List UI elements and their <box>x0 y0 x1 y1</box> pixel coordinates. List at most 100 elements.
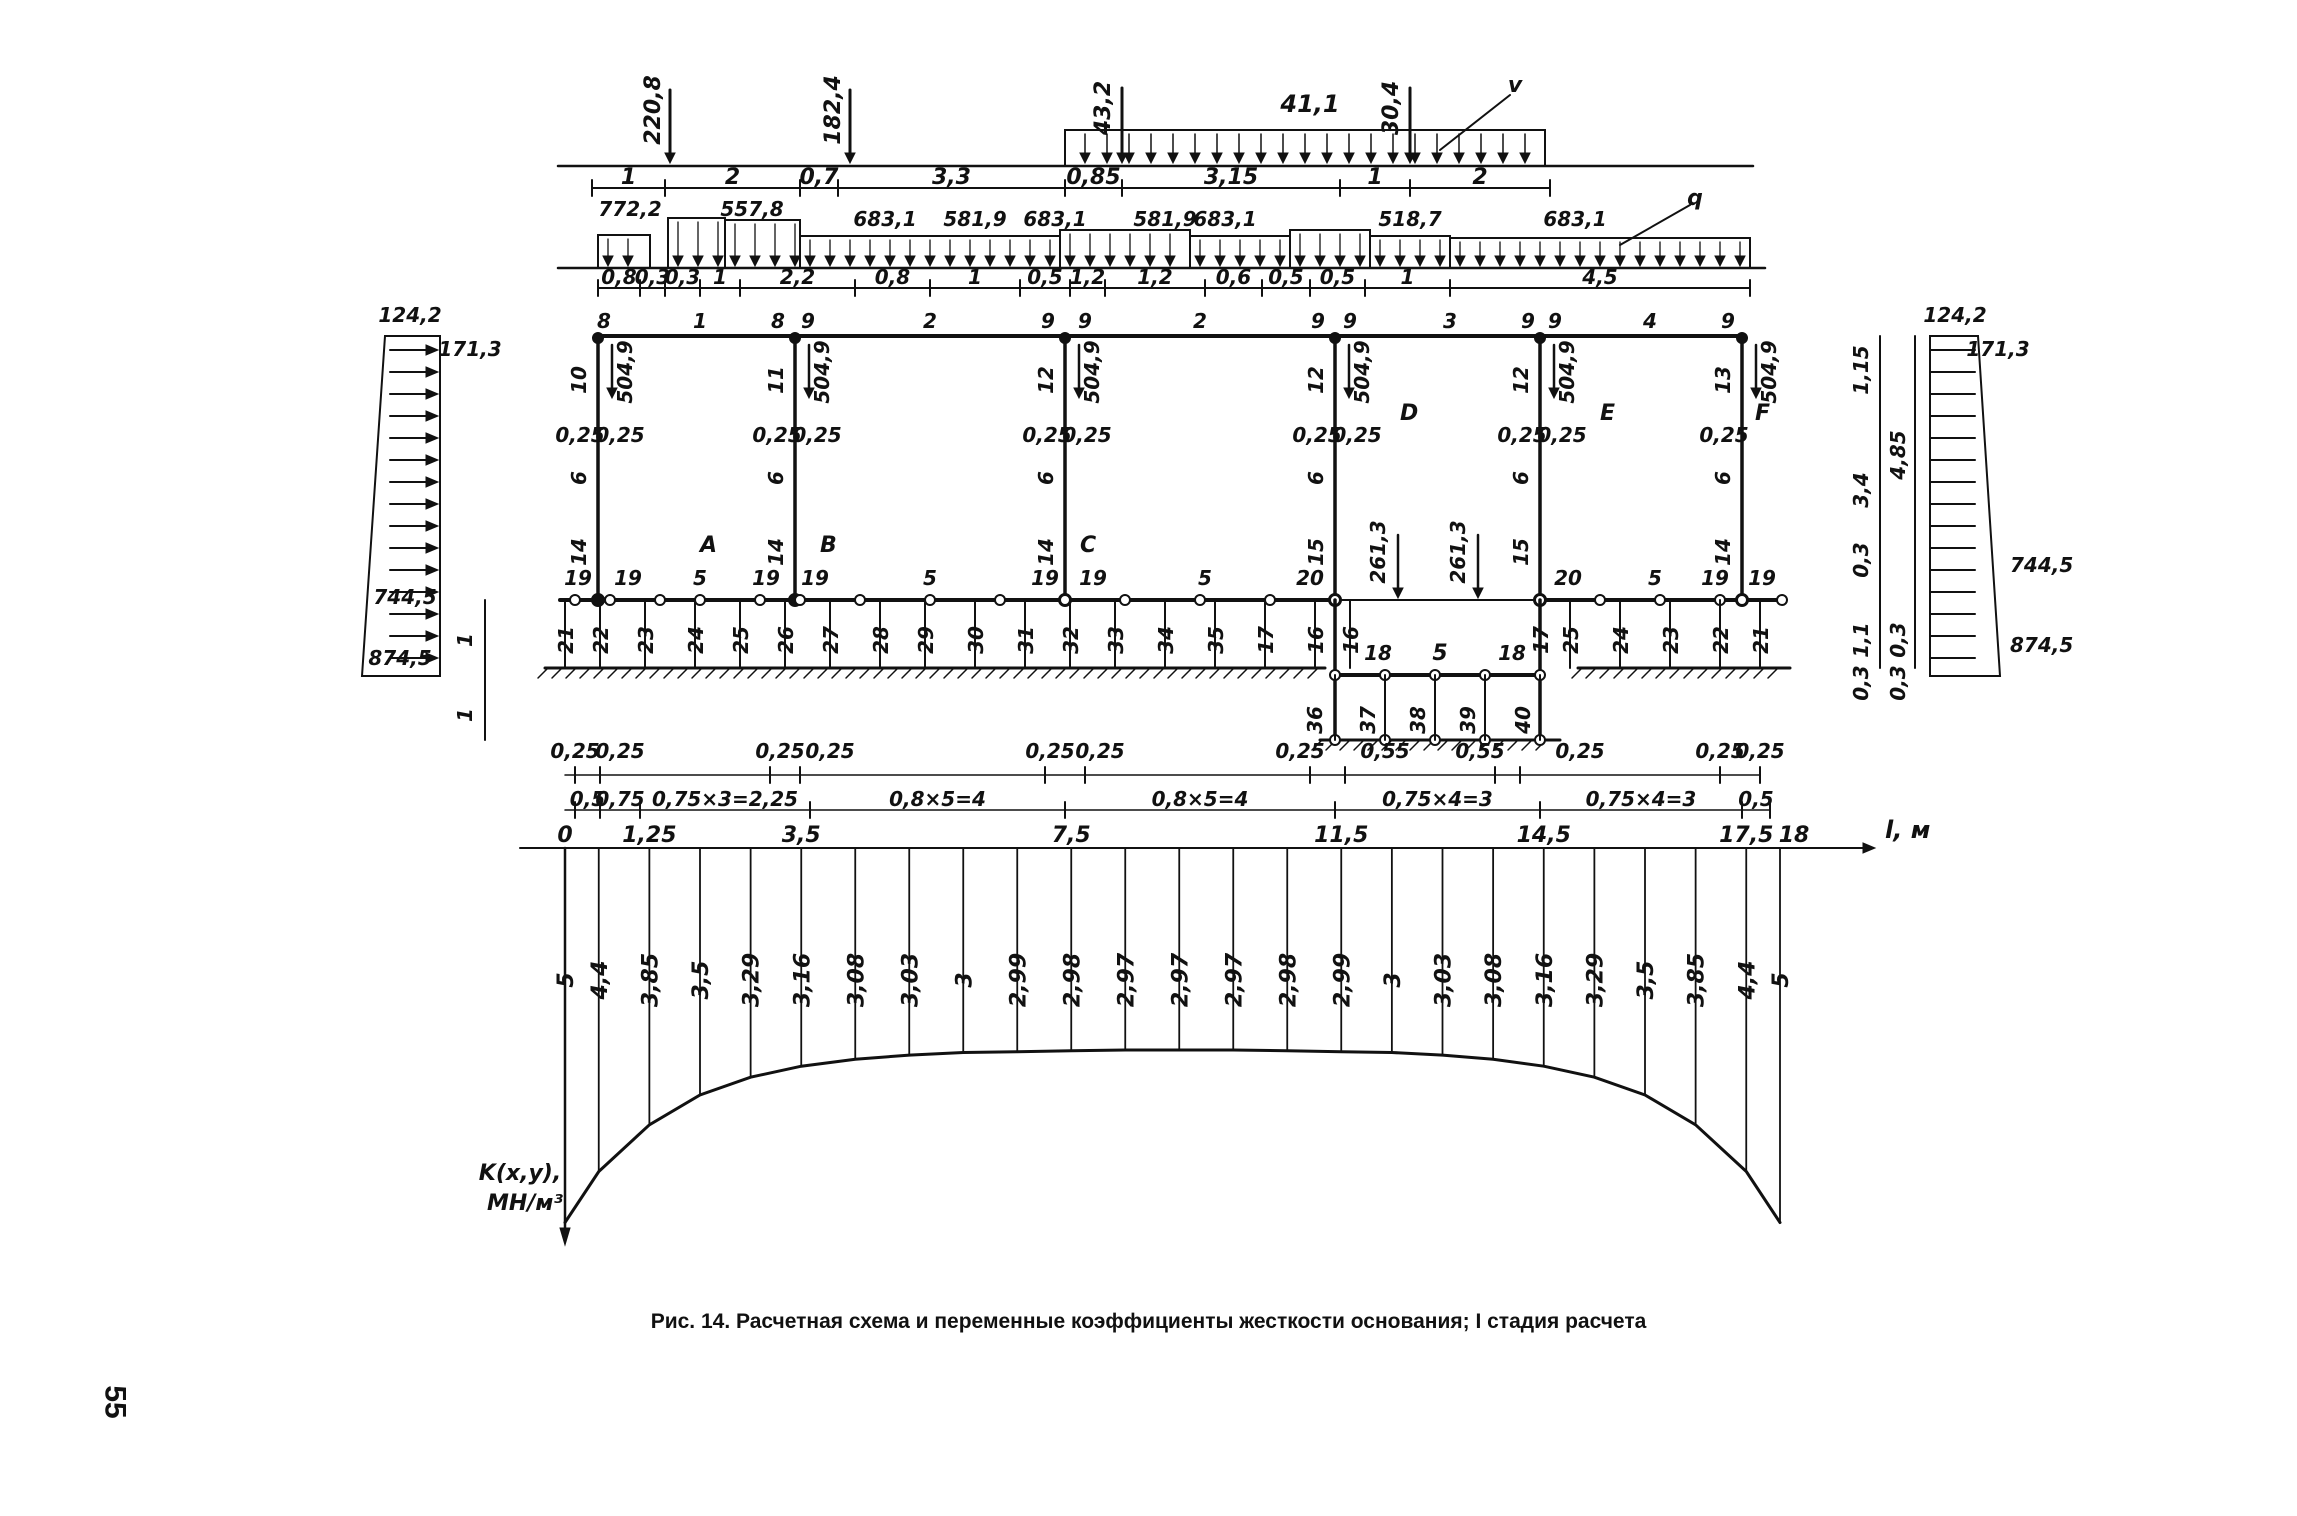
segment-label-top: 0,7 <box>800 165 840 190</box>
dist-arrow-head <box>1104 255 1116 268</box>
ground-hatch <box>1069 667 1081 679</box>
ground-hatch <box>1055 667 1067 679</box>
pressure-label: 124,2 <box>1923 303 1986 327</box>
ground-hatch <box>565 667 577 679</box>
soil-element-label: 21 <box>1749 626 1773 654</box>
ground-hatch <box>747 667 759 679</box>
offset-label: 0,25 <box>555 423 604 447</box>
stiffness-value-label: 2,98 <box>1060 953 1085 1007</box>
pressure-arrow-head <box>425 520 440 532</box>
beam-node <box>994 594 1006 606</box>
ground-hatch <box>1195 667 1207 679</box>
dist-arrow-head <box>712 255 724 268</box>
spacing-offset-label: 0,25 <box>1275 739 1324 763</box>
frame-node-label: 2 <box>1193 309 1207 333</box>
ground-hatch <box>1521 739 1533 751</box>
beam-node-label: 19 <box>1031 566 1059 590</box>
column-element-label: 15 <box>1509 538 1533 566</box>
ground-hatch <box>803 667 815 679</box>
ground-hatch <box>1311 739 1323 751</box>
right-dimension-label: 4,85 <box>1886 430 1910 480</box>
column-length-label: 6 <box>1304 471 1328 485</box>
ground-hatch <box>915 667 927 679</box>
dist-arrow-head <box>769 255 781 268</box>
dist-arrow-head <box>1431 152 1443 165</box>
dist-arrow-head <box>1634 255 1646 268</box>
dist-arrow-head <box>749 255 761 268</box>
ground-hatch <box>621 667 633 679</box>
frame-node-label: 9 <box>1078 309 1092 333</box>
dist-arrow-head <box>1084 255 1096 268</box>
dist-arrow-head <box>884 255 896 268</box>
stiffness-value-label: 3,29 <box>740 953 765 1007</box>
column-length-label: 6 <box>1509 471 1533 485</box>
spacing-offset-label: 0,55 <box>1360 739 1409 763</box>
stiffness-curve <box>563 1048 1782 1224</box>
ground-hatch <box>1753 667 1765 679</box>
frame-node-label: 8 <box>597 309 611 333</box>
lower-spring-label: 40 <box>1511 706 1535 735</box>
pressure-arrow-head <box>425 564 440 576</box>
beam-node <box>1119 594 1131 606</box>
pressure-arrow-head <box>425 454 440 466</box>
right-dimension-label: 1,1 <box>1849 622 1873 657</box>
dist-arrow-head <box>1354 255 1366 268</box>
ground-hatch <box>1251 667 1263 679</box>
dist-arrow-head <box>844 255 856 268</box>
frame-node-label: 9 <box>1721 309 1735 333</box>
frame-top-node <box>789 332 801 344</box>
dist-arrow-head <box>1674 255 1686 268</box>
ground-hatch <box>971 667 983 679</box>
spacing-segment-label: 0,8×5=4 <box>1152 787 1249 811</box>
dist-arrow-head <box>1101 152 1113 165</box>
right-dimension-label: 0,3 <box>1886 665 1910 700</box>
frame-node-label: 9 <box>801 309 815 333</box>
soil-element-label: 21 <box>554 626 578 654</box>
beam-node <box>1594 594 1606 606</box>
dist-arrow-head <box>1044 255 1056 268</box>
stiffness-value-label: 3 <box>952 972 977 987</box>
segment-label-second: 1 <box>968 265 982 289</box>
ground-hatch <box>859 667 871 679</box>
ground-hatch <box>817 667 829 679</box>
ground-hatch <box>733 667 745 679</box>
ground-hatch <box>1507 739 1519 751</box>
pressure-label: 744,5 <box>373 585 436 609</box>
ground-hatch <box>719 667 731 679</box>
dist-load-label: 41,1 <box>1279 90 1339 118</box>
frame-top-node <box>1059 332 1071 344</box>
segment-label-second: 0,8 <box>875 265 911 289</box>
spacing-offset-label: 0,25 <box>595 739 644 763</box>
x-axis-label: l, м <box>1885 816 1930 844</box>
stiffness-value-label: 2,99 <box>1006 953 1031 1007</box>
leader-v <box>1439 94 1511 151</box>
beam-node <box>654 594 666 606</box>
soil-element-label: 29 <box>914 626 938 654</box>
ground-hatch <box>1209 667 1221 679</box>
stiffness-value-label: 2,97 <box>1114 952 1139 1007</box>
dist-arrow-head <box>1234 255 1246 268</box>
lower-label: 18 <box>1498 641 1526 665</box>
column-load-arrow-head <box>606 387 618 400</box>
pressure-arrow-head <box>425 432 440 444</box>
dist-arrow-head <box>1594 255 1606 268</box>
column-load-label: 504,9 <box>1757 340 1781 403</box>
dist-arrow-head <box>1414 255 1426 268</box>
frame-node-label: 9 <box>1311 309 1325 333</box>
dist-arrow-head <box>864 255 876 268</box>
beam-node-label: 5 <box>923 566 937 590</box>
dist-arrow-head <box>944 255 956 268</box>
point-load-30-head <box>1404 152 1416 165</box>
right-dimension-label: 0,3 <box>1849 665 1873 700</box>
distributed-load-value: 557,8 <box>720 197 783 221</box>
stiffness-value-label: 3,16 <box>1533 953 1558 1007</box>
spacing-segment-label: 0,8×5=4 <box>889 787 986 811</box>
stiffness-value-label: 3,03 <box>898 953 923 1007</box>
dist-arrow-head <box>602 255 614 268</box>
x-tick-label: 0 <box>557 823 572 848</box>
ground-hatch <box>1279 667 1291 679</box>
ground-hatch <box>1739 667 1751 679</box>
spacing-offset-label: 0,25 <box>1695 739 1744 763</box>
dist-arrow-head <box>1434 255 1446 268</box>
